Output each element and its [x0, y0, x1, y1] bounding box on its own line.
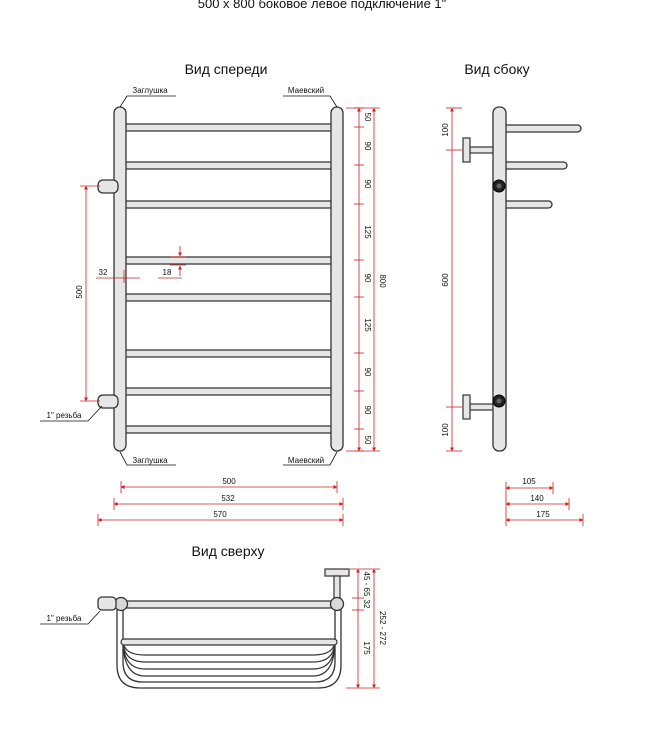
dim-top-total: 252 - 272 — [378, 611, 387, 645]
front-rung-1 — [116, 123, 344, 132]
top-bracket-plate — [324, 568, 350, 577]
dim-spacing-5: 90 — [363, 274, 372, 283]
front-rungs — [116, 123, 344, 434]
dim-side-175: 175 — [536, 510, 550, 519]
dim-connection: 500 — [75, 285, 84, 299]
label-mayevsky-bottom: Маевский — [288, 456, 324, 465]
top-view: 1" резьба — [40, 568, 350, 689]
front-view: Заглушка Маевский Заглушка Маевский 1" р… — [40, 86, 344, 466]
dim-side-600: 600 — [441, 273, 450, 287]
label-plug-top: Заглушка — [132, 86, 168, 95]
dim-side-top-100: 100 — [441, 123, 450, 137]
top-shelf-4 — [122, 639, 336, 670]
front-dimension-texts: 50 90 90 125 90 125 90 90 50 800 500 32 … — [75, 113, 387, 519]
top-dimension-texts: 45 - 65 32 175 252 - 272 — [362, 572, 387, 656]
side-upright — [492, 106, 507, 452]
label-mayevsky-top: Маевский — [288, 86, 324, 95]
side-bracket-bottom-stem — [469, 403, 495, 411]
front-rung-7 — [120, 387, 344, 396]
front-rung-4 — [120, 256, 344, 265]
dim-total-height: 800 — [378, 274, 387, 288]
front-connection-bottom — [97, 394, 119, 409]
front-dimensions — [80, 107, 380, 526]
top-shelf-3 — [122, 639, 336, 677]
top-view-title: Вид сверху — [192, 543, 265, 559]
side-bracket-top-plate — [462, 137, 471, 163]
top-shelf-outer — [116, 607, 342, 689]
front-rung-2 — [116, 161, 344, 170]
dim-spacing-8: 90 — [363, 406, 372, 415]
drawing-title: 500 х 800 боковое левое подключение 1" — [198, 0, 447, 11]
front-view-title: Вид спереди — [185, 61, 268, 77]
dim-offset-32: 32 — [99, 268, 108, 277]
top-dimensions — [346, 568, 380, 689]
label-plug-bottom: Заглушка — [132, 456, 168, 465]
front-rung-5 — [120, 293, 344, 302]
dim-spacing-6: 125 — [363, 318, 372, 332]
front-connection-top — [97, 179, 119, 194]
top-shelf-5 — [122, 639, 336, 663]
front-rung-8 — [120, 425, 344, 434]
front-rung-3 — [116, 200, 344, 209]
dim-side-bottom-100: 100 — [441, 423, 450, 437]
dim-spacing-4: 125 — [363, 225, 372, 239]
dim-spacing-7: 90 — [363, 368, 372, 377]
side-view-title: Вид сбоку — [464, 61, 529, 77]
dim-side-140: 140 — [530, 494, 544, 503]
dim-spacing-1: 50 — [363, 113, 372, 122]
top-bracket-stem — [333, 575, 341, 599]
side-arm-2 — [502, 161, 568, 170]
side-bracket-top-stem — [469, 146, 495, 154]
dim-side-105: 105 — [522, 477, 536, 486]
top-shelf-outer-inner — [122, 607, 336, 683]
side-dimensions — [446, 107, 584, 526]
side-dimension-texts: 100 600 100 105 140 175 — [441, 123, 550, 519]
front-rung-6 — [120, 349, 344, 358]
front-right-upright — [330, 106, 344, 452]
dim-top-wall: 45 - 65 — [362, 572, 371, 597]
dim-width-570: 570 — [213, 510, 227, 519]
top-main-bar — [116, 600, 342, 609]
label-thread-top: 1" резьба — [47, 614, 82, 623]
dim-offset-18: 18 — [163, 268, 172, 277]
dim-top-32: 32 — [362, 600, 371, 609]
side-bracket-bottom-plate — [462, 394, 471, 420]
dim-spacing-3: 90 — [363, 180, 372, 189]
side-view — [462, 106, 582, 452]
dim-top-175: 175 — [362, 641, 371, 655]
top-shelf-front-bar — [120, 638, 338, 646]
side-arm-3 — [502, 200, 553, 209]
side-arm-1 — [502, 124, 582, 133]
top-right-upright — [329, 596, 345, 612]
dim-spacing-9: 50 — [363, 436, 372, 445]
dim-width-500: 500 — [222, 477, 236, 486]
top-shelf-6 — [122, 639, 336, 656]
top-connection — [97, 596, 117, 611]
label-thread-front: 1" резьба — [47, 411, 82, 420]
dim-spacing-2: 90 — [363, 142, 372, 151]
dim-width-532: 532 — [221, 494, 235, 503]
